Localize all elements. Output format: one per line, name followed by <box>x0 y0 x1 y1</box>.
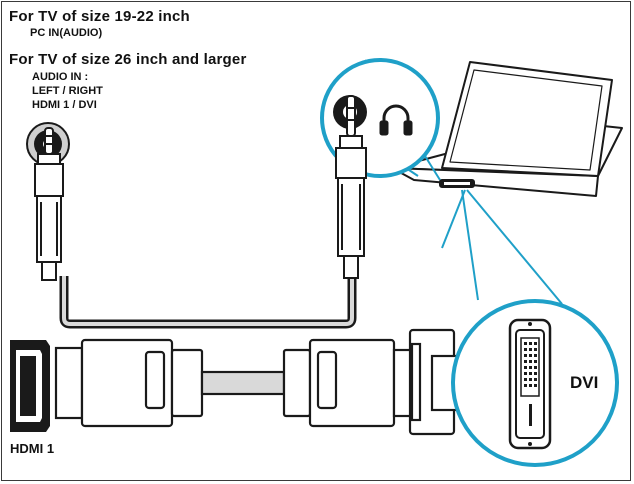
laptop-icon <box>391 61 623 197</box>
dvi-port-label: DVI <box>570 373 599 392</box>
left-audio-plug <box>34 127 64 281</box>
audio-cable <box>62 276 354 326</box>
tv-small-title: For TV of size 19-22 inch <box>9 8 190 25</box>
hdmi-dvi-cable <box>54 338 426 428</box>
dvi-port-icon <box>508 318 552 450</box>
audio-cable-outline <box>59 276 357 329</box>
headphone-icon <box>379 104 413 136</box>
tv-large-port-audio: AUDIO IN : <box>32 71 89 83</box>
hdmi-port-icon <box>10 340 50 432</box>
tv-small-port: PC IN(AUDIO) <box>30 27 103 39</box>
right-audio-plug <box>335 95 367 279</box>
hdmi-port-label: HDMI 1 <box>10 441 55 456</box>
tv-large-port-hdmi-dvi: HDMI 1 / DVI <box>32 99 97 111</box>
tv-large-title: For TV of size 26 inch and larger <box>9 51 247 68</box>
tv-large-port-lr: LEFT / RIGHT <box>32 85 103 97</box>
